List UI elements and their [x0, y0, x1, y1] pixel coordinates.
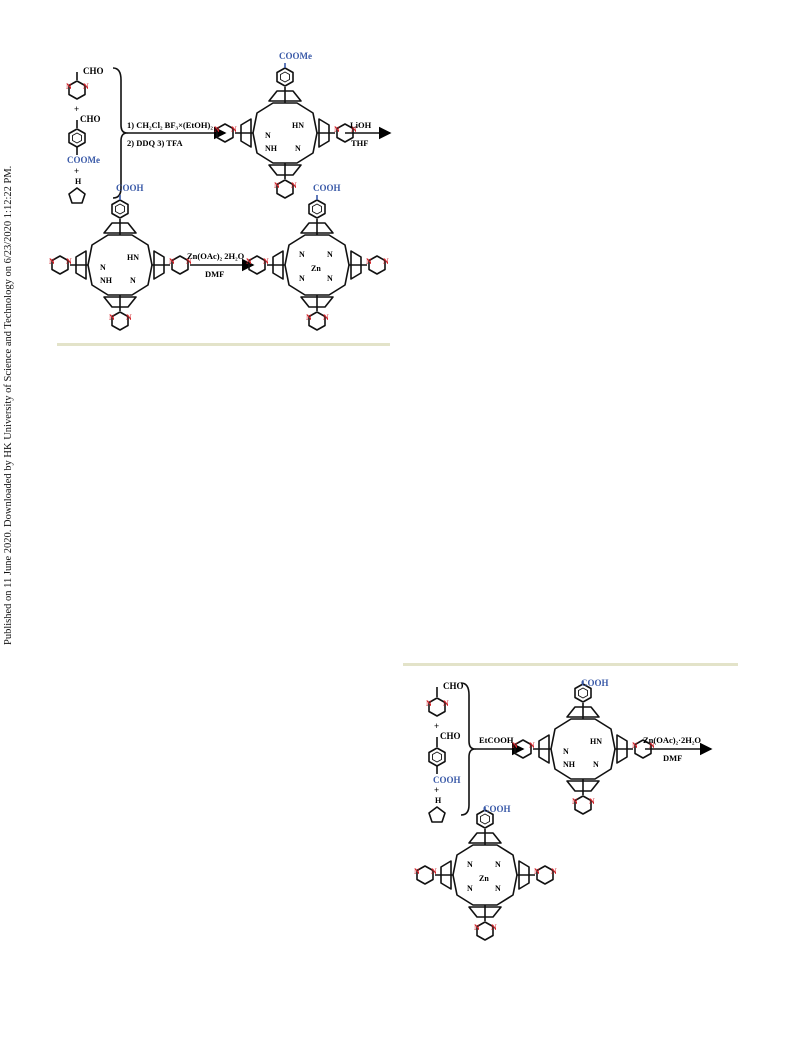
top-product-3: N N N N Zn COOH: [245, 183, 390, 331]
bottom-product2-metal: Zn: [479, 874, 489, 883]
svg-text:NH: NH: [563, 760, 576, 769]
top-step1-line1: 1) CH₂Cl₂ BF₃×(EtOH)₂: [127, 120, 213, 130]
top-product1-coome: COOMe: [279, 51, 312, 61]
svg-text:N: N: [467, 884, 473, 893]
svg-text:HN: HN: [127, 253, 139, 262]
svg-text:NH: NH: [100, 276, 113, 285]
top-plus-1: +: [74, 104, 79, 114]
bottom-step2-line2: DMF: [663, 753, 682, 763]
svg-text:HN: HN: [590, 737, 602, 746]
svg-text:N: N: [299, 250, 305, 259]
svg-text:N: N: [593, 760, 599, 769]
top-step3-line1: Zn(OAc)₂ 2H₂O: [187, 251, 245, 261]
svg-text:N: N: [299, 274, 305, 283]
svg-text:N: N: [100, 263, 106, 272]
svg-text:N: N: [265, 131, 271, 140]
top-scheme-rule: [57, 343, 390, 346]
bottom-plus-2: +: [434, 785, 439, 795]
top-step3-line2: DMF: [205, 269, 224, 279]
bottom-product2-cooh: COOH: [483, 804, 511, 814]
scheme-top: N N CHO + CHO: [48, 51, 395, 331]
bottom-pyrrole-h: H: [435, 796, 442, 805]
svg-text:NH: NH: [265, 144, 278, 153]
bottom-product1-cooh: COOH: [581, 678, 609, 688]
bottom-reagent-cho-1: CHO: [443, 681, 464, 691]
bottom-step2-line1: Zn(OAc)₂·2H₂O: [643, 735, 701, 745]
download-stamp: Published on 11 June 2020. Downloaded by…: [3, 165, 14, 645]
svg-text:HN: HN: [292, 121, 304, 130]
bottom-step1-line1: EtCOOH: [479, 735, 514, 745]
bottom-plus-1: +: [434, 721, 439, 731]
svg-text:N: N: [130, 276, 136, 285]
svg-text:N: N: [327, 274, 333, 283]
bottom-product-2: N N N N Zn COOH: [413, 804, 558, 941]
svg-text:N: N: [467, 860, 473, 869]
top-reagent-coome: COOMe: [67, 155, 100, 165]
top-reagent-cho-1: CHO: [83, 66, 104, 76]
bottom-reagent-cho-2: CHO: [440, 731, 461, 741]
top-reagent-cho-2: CHO: [80, 114, 101, 124]
top-product-2: N HN NH N COOH: [48, 183, 193, 331]
svg-text:N: N: [495, 860, 501, 869]
scheme-bottom-figure: CHO + CHO COOH + H EtCOOH N HN NH N COOH: [413, 678, 713, 941]
top-product2-cooh: COOH: [116, 183, 144, 193]
svg-text:N: N: [295, 144, 301, 153]
bottom-reagent-cooh: COOH: [433, 775, 461, 785]
svg-text:N: N: [495, 884, 501, 893]
top-pyrrole-h: H: [75, 177, 82, 186]
scheme-top-figure: N N CHO + CHO: [48, 51, 392, 331]
bottom-scheme-rule: [403, 663, 738, 666]
top-product-1: N HN NH N COOMe: [213, 51, 358, 199]
svg-text:N: N: [327, 250, 333, 259]
top-plus-2: +: [74, 166, 79, 176]
svg-text:N: N: [563, 747, 569, 756]
top-step1-line2: 2) DDQ 3) TFA: [127, 138, 184, 148]
scheme-bottom: CHO + CHO COOH + H EtCOOH N HN NH N COOH: [405, 675, 735, 945]
top-product3-metal: Zn: [311, 264, 321, 273]
top-step2-line2: THF: [351, 138, 368, 148]
top-step2-line1: LiOH: [350, 120, 372, 130]
bottom-product-1: N HN NH N COOH: [511, 678, 656, 815]
top-product3-cooh: COOH: [313, 183, 341, 193]
